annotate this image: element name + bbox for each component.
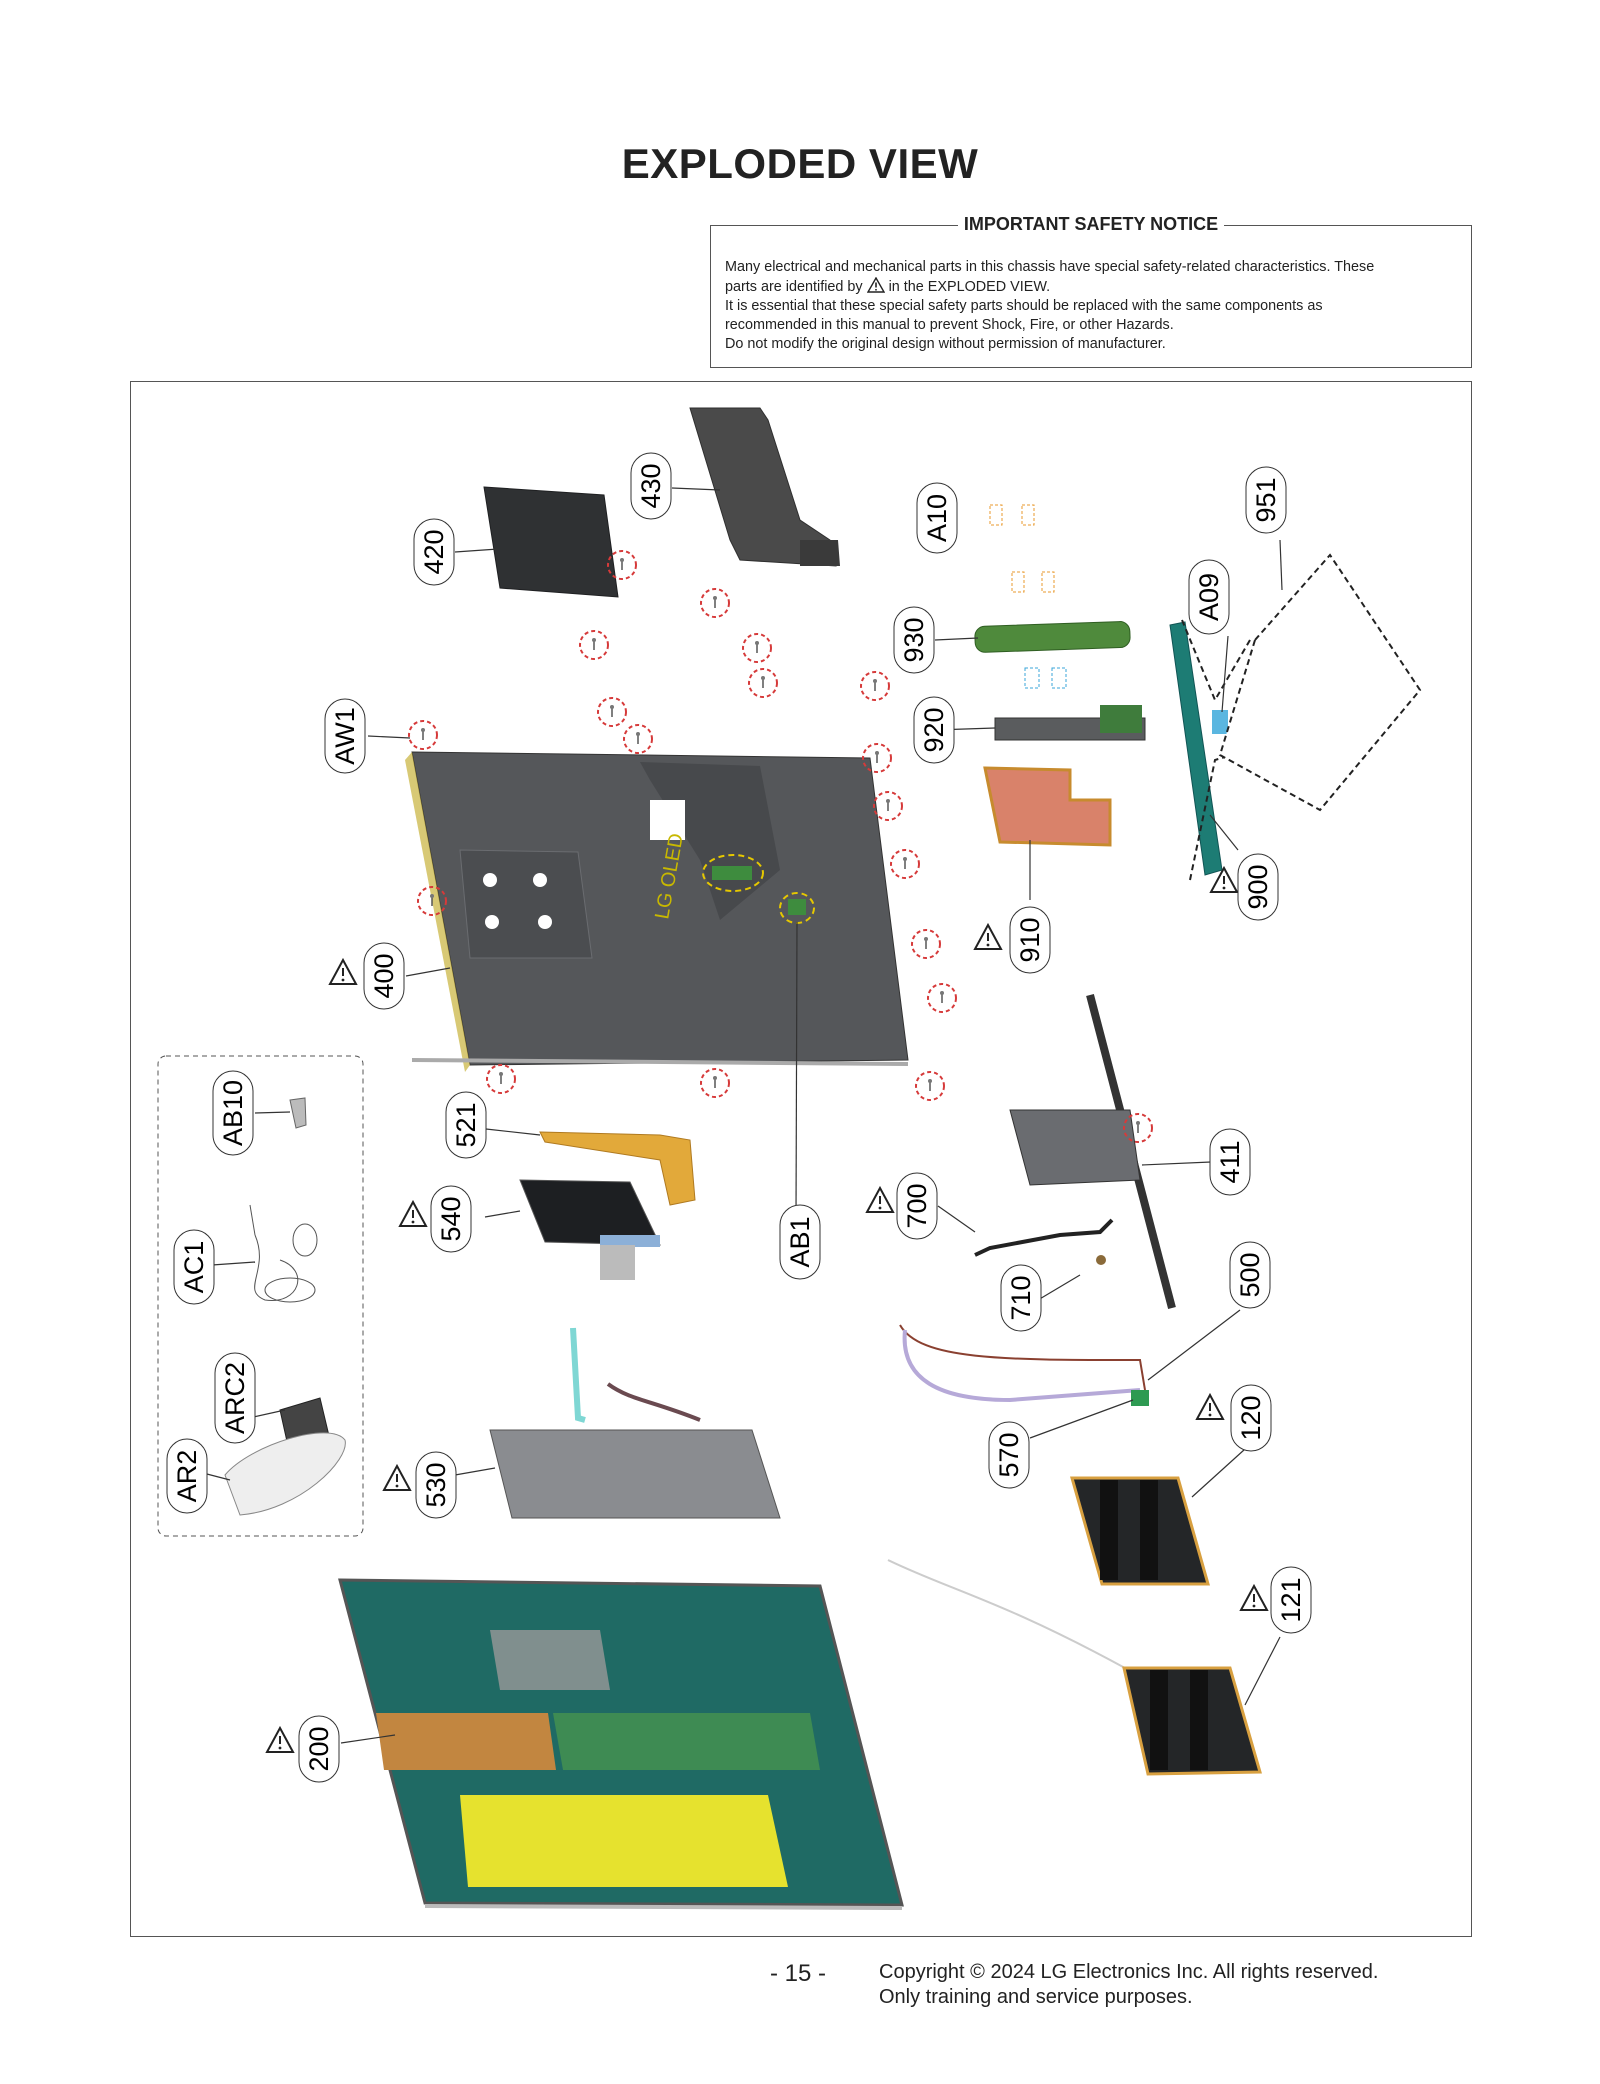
part-430-shape bbox=[689, 407, 840, 567]
part-420-shape bbox=[483, 486, 619, 598]
page-number: - 15 - bbox=[770, 1960, 827, 1987]
callout-ac1: AC1 bbox=[173, 1229, 215, 1305]
part-blue-clips bbox=[1024, 667, 1067, 689]
part-900-shape bbox=[1169, 621, 1223, 876]
svg-text:121: 121 bbox=[1276, 1577, 1306, 1622]
part-400-shape: LG OLED bbox=[405, 751, 909, 1072]
notice-line-1: Many electrical and mechanical parts in … bbox=[725, 259, 1375, 275]
svg-text:420: 420 bbox=[419, 529, 449, 574]
page-title: EXPLODED VIEW bbox=[621, 140, 979, 187]
svg-text:411: 411 bbox=[1215, 1140, 1245, 1183]
notice-line-2: parts are identified by in the EXPLODED … bbox=[725, 277, 1051, 295]
callout-ab1: AB1 bbox=[779, 1204, 821, 1280]
svg-text:530: 530 bbox=[421, 1462, 451, 1507]
part-200-shape bbox=[338, 1578, 904, 1910]
safety-notice-box: IMPORTANT SAFETY NOTICE Many electrical … bbox=[710, 214, 1472, 368]
notice-line-5: Do not modify the original design withou… bbox=[725, 336, 1166, 352]
part-411-shape bbox=[1009, 993, 1176, 1310]
svg-text:AR2: AR2 bbox=[172, 1450, 202, 1503]
part-570-shape bbox=[1131, 1390, 1149, 1406]
callout-710: 710 bbox=[1000, 1264, 1042, 1332]
callout-900: 900 bbox=[1237, 853, 1279, 921]
callout-a10: A10 bbox=[916, 482, 958, 554]
part-ab10-shape bbox=[289, 1097, 307, 1129]
svg-text:200: 200 bbox=[304, 1726, 334, 1771]
svg-text:900: 900 bbox=[1243, 864, 1273, 909]
callout-570: 570 bbox=[988, 1421, 1030, 1489]
leader-lines bbox=[202, 487, 1283, 1744]
svg-text:430: 430 bbox=[636, 463, 666, 508]
part-arc2-shape bbox=[224, 1397, 346, 1516]
svg-text:ARC2: ARC2 bbox=[220, 1362, 250, 1434]
svg-text:AW1: AW1 bbox=[330, 707, 360, 765]
svg-text:910: 910 bbox=[1015, 917, 1045, 962]
part-a09-shape bbox=[1212, 710, 1228, 734]
svg-text:500: 500 bbox=[1235, 1252, 1265, 1297]
notice-line-4: recommended in this manual to prevent Sh… bbox=[725, 317, 1174, 333]
callout-121: 121 bbox=[1270, 1566, 1312, 1634]
svg-text:120: 120 bbox=[1236, 1395, 1266, 1440]
safety-notice-heading: IMPORTANT SAFETY NOTICE bbox=[957, 214, 1225, 234]
svg-text:AB1: AB1 bbox=[785, 1216, 815, 1267]
callout-910: 910 bbox=[1009, 906, 1051, 974]
part-951-shape bbox=[1218, 553, 1422, 812]
callout-540: 540 bbox=[430, 1185, 472, 1253]
svg-text:521: 521 bbox=[451, 1102, 481, 1147]
callout-411: 411 bbox=[1209, 1128, 1251, 1196]
callout-200: 200 bbox=[298, 1715, 340, 1783]
part-910-shape bbox=[983, 766, 1112, 847]
part-ac1-shape bbox=[249, 1204, 318, 1303]
callout-521: 521 bbox=[445, 1091, 487, 1159]
callout-ar2: AR2 bbox=[166, 1438, 208, 1514]
callout-120: 120 bbox=[1230, 1384, 1272, 1452]
callout-500: 500 bbox=[1229, 1241, 1271, 1309]
svg-text:700: 700 bbox=[902, 1183, 932, 1228]
part-930-shape bbox=[974, 621, 1131, 653]
svg-text:570: 570 bbox=[994, 1432, 1024, 1477]
callout-700: 700 bbox=[896, 1172, 938, 1240]
part-a10-shape bbox=[989, 504, 1055, 593]
part-700-shape bbox=[974, 1218, 1114, 1257]
part-530-shape bbox=[489, 1327, 781, 1519]
svg-text:540: 540 bbox=[436, 1196, 466, 1241]
callout-a09: A09 bbox=[1188, 559, 1230, 635]
callout-920: 920 bbox=[913, 696, 955, 764]
part-120-shape bbox=[1070, 1476, 1210, 1586]
svg-text:951: 951 bbox=[1251, 477, 1281, 522]
part-labels: 430 420 A10 951 A09 930 920 AW1 bbox=[166, 452, 1312, 1783]
callout-951: 951 bbox=[1245, 466, 1287, 534]
part-710-shape bbox=[1096, 1255, 1106, 1265]
part-920-shape bbox=[994, 705, 1146, 741]
svg-text:AB10: AB10 bbox=[218, 1080, 248, 1146]
part-540-shape bbox=[519, 1179, 661, 1280]
warning-triangle-icon bbox=[866, 277, 885, 293]
svg-text:400: 400 bbox=[369, 953, 399, 998]
callout-ab10: AB10 bbox=[212, 1070, 254, 1156]
copyright-line: Copyright © 2024 LG Electronics Inc. All… bbox=[879, 1961, 1379, 1983]
svg-text:920: 920 bbox=[919, 707, 949, 752]
notice-line-3: It is essential that these special safet… bbox=[725, 298, 1323, 314]
callout-aw1: AW1 bbox=[324, 698, 366, 774]
svg-text:710: 710 bbox=[1006, 1275, 1036, 1320]
part-121-shape bbox=[1122, 1666, 1262, 1776]
accessory-box bbox=[157, 1055, 364, 1537]
copyright-notice: Copyright © 2024 LG Electronics Inc. All… bbox=[879, 1960, 1378, 2010]
callout-420: 420 bbox=[413, 518, 455, 586]
svg-text:A10: A10 bbox=[922, 494, 952, 542]
callout-arc2: ARC2 bbox=[214, 1352, 256, 1444]
part-500-shape bbox=[899, 1324, 1146, 1391]
callout-430: 430 bbox=[630, 452, 672, 520]
svg-text:A09: A09 bbox=[1194, 573, 1224, 621]
exploded-view-frame bbox=[130, 381, 1472, 1937]
callout-400: 400 bbox=[363, 942, 405, 1010]
callout-930: 930 bbox=[893, 606, 935, 674]
callout-530: 530 bbox=[415, 1451, 457, 1519]
svg-text:930: 930 bbox=[899, 617, 929, 662]
part-521-shape bbox=[539, 1131, 696, 1206]
svg-text:AC1: AC1 bbox=[179, 1241, 209, 1294]
safety-notice-body: Many electrical and mechanical parts in … bbox=[725, 258, 1457, 354]
copyright-note: Only training and service purposes. bbox=[879, 1986, 1193, 2008]
